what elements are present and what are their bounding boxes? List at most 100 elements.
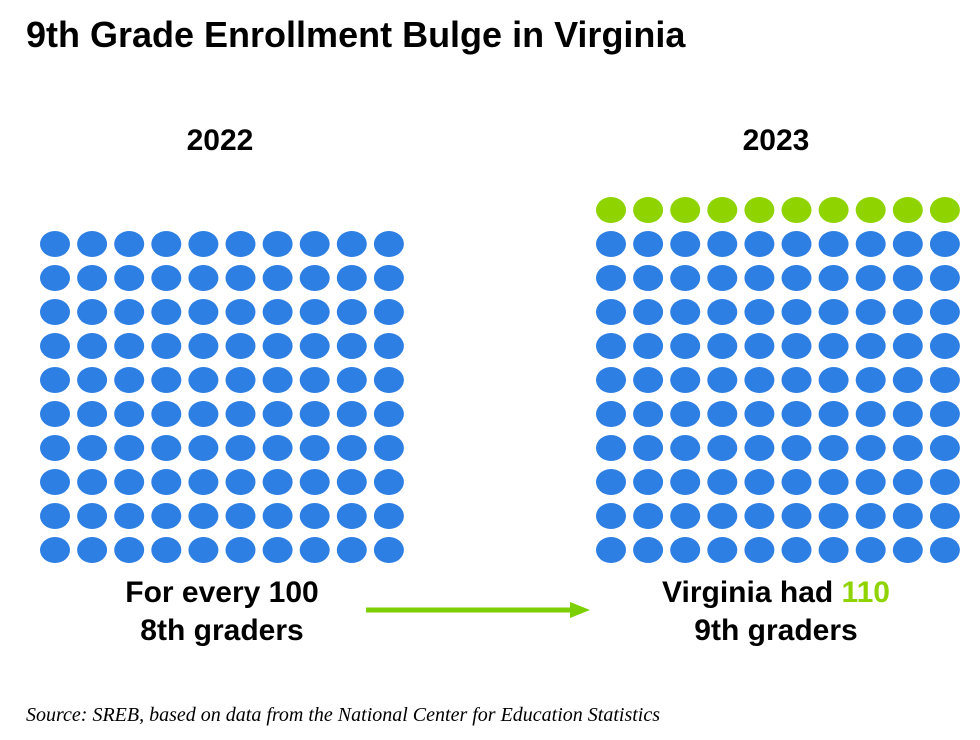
student-dot — [892, 401, 923, 427]
student-dot — [114, 231, 145, 257]
student-dot — [929, 435, 960, 461]
student-dot — [892, 537, 923, 563]
student-dot — [262, 469, 293, 495]
student-dot — [670, 469, 701, 495]
dot-grid-2022 — [40, 231, 404, 563]
student-dot — [744, 401, 775, 427]
extra-student-dot — [707, 197, 738, 223]
arrow-head — [570, 602, 590, 618]
student-dot — [225, 503, 256, 529]
student-dot — [188, 469, 219, 495]
student-dot — [818, 469, 849, 495]
student-dot — [707, 435, 738, 461]
student-dot — [373, 265, 404, 291]
student-dot — [670, 401, 701, 427]
student-dot — [373, 231, 404, 257]
dot-grid-2023 — [596, 197, 960, 563]
student-dot — [596, 401, 626, 427]
student-dot — [114, 435, 145, 461]
student-dot — [744, 299, 775, 325]
student-dot — [40, 265, 70, 291]
student-dot — [299, 333, 330, 359]
student-dot — [299, 265, 330, 291]
student-dot — [225, 333, 256, 359]
student-dot — [114, 401, 145, 427]
student-dot — [77, 503, 108, 529]
student-dot — [151, 299, 182, 325]
student-dot — [670, 333, 701, 359]
student-dot — [299, 469, 330, 495]
extra-student-dot — [892, 197, 923, 223]
student-dot — [633, 265, 664, 291]
student-dot — [596, 333, 626, 359]
student-dot — [336, 265, 367, 291]
extra-student-dot — [633, 197, 664, 223]
student-dot — [40, 469, 70, 495]
year-label-2023: 2023 — [742, 124, 810, 157]
student-dot — [929, 231, 960, 257]
student-dot — [151, 401, 182, 427]
student-dot — [188, 299, 219, 325]
student-dot — [373, 435, 404, 461]
student-dot — [188, 401, 219, 427]
student-dot — [77, 537, 108, 563]
student-dot — [262, 333, 293, 359]
student-dot — [77, 367, 108, 393]
student-dot — [336, 435, 367, 461]
student-dot — [373, 401, 404, 427]
student-dot — [818, 265, 849, 291]
student-dot — [670, 367, 701, 393]
student-dot — [336, 333, 367, 359]
student-dot — [336, 537, 367, 563]
student-dot — [818, 537, 849, 563]
student-dot — [633, 367, 664, 393]
student-dot — [225, 265, 256, 291]
student-dot — [373, 299, 404, 325]
student-dot — [336, 367, 367, 393]
student-dot — [336, 299, 367, 325]
student-dot — [336, 503, 367, 529]
student-dot — [188, 537, 219, 563]
extra-student-dot — [818, 197, 849, 223]
student-dot — [633, 435, 664, 461]
student-dot — [781, 299, 812, 325]
student-dot — [114, 503, 145, 529]
student-dot — [225, 367, 256, 393]
student-dot — [596, 469, 626, 495]
student-dot — [262, 367, 293, 393]
student-dot — [707, 537, 738, 563]
student-dot — [929, 265, 960, 291]
arrow — [366, 602, 590, 618]
student-dot — [670, 299, 701, 325]
student-dot — [744, 265, 775, 291]
student-dot — [633, 231, 664, 257]
student-dot — [892, 299, 923, 325]
student-dot — [151, 435, 182, 461]
student-dot — [744, 469, 775, 495]
student-dot — [299, 503, 330, 529]
student-dot — [929, 469, 960, 495]
student-dot — [781, 435, 812, 461]
student-dot — [299, 537, 330, 563]
student-dot — [77, 401, 108, 427]
student-dot — [40, 503, 70, 529]
student-dot — [596, 503, 626, 529]
student-dot — [818, 401, 849, 427]
student-dot — [818, 435, 849, 461]
student-dot — [225, 231, 256, 257]
student-dot — [855, 299, 886, 325]
student-dot — [262, 435, 293, 461]
student-dot — [188, 367, 219, 393]
page-title: 9th Grade Enrollment Bulge in Virginia — [26, 14, 686, 55]
student-dot — [40, 435, 70, 461]
student-dot — [670, 265, 701, 291]
student-dot — [818, 333, 849, 359]
student-dot — [188, 503, 219, 529]
student-dot — [633, 469, 664, 495]
student-dot — [929, 401, 960, 427]
student-dot — [77, 231, 108, 257]
student-dot — [707, 401, 738, 427]
caption-2023-line2: 9th graders — [694, 614, 858, 647]
caption-2023: Virginia had 110 9th graders — [596, 574, 956, 650]
student-dot — [114, 333, 145, 359]
